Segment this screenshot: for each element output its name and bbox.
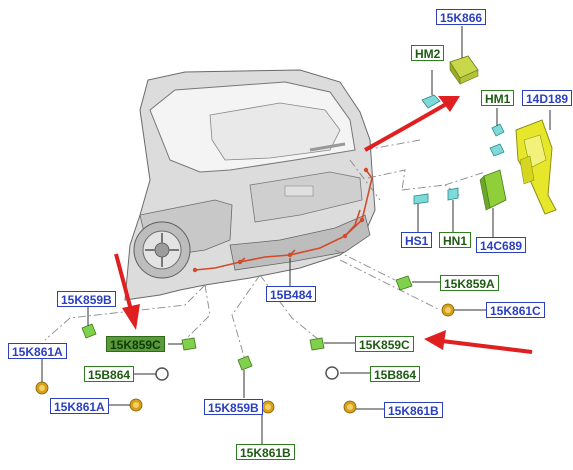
label-15k866[interactable]: 15K866	[436, 9, 487, 25]
connector-hm2	[421, 70, 441, 109]
connector-15k859b-left	[81, 306, 97, 339]
sensor-15k861a-bottom	[104, 398, 143, 412]
label-15k859b-bottom[interactable]: 15K859B	[204, 399, 263, 415]
control-modules	[413, 26, 557, 238]
label-15b864-left[interactable]: 15B864	[84, 366, 135, 382]
label-hs1[interactable]: HS1	[401, 232, 433, 248]
label-15b484[interactable]: 15B484	[266, 286, 317, 302]
module-15k866	[449, 55, 479, 85]
label-hm2[interactable]: HM2	[411, 45, 445, 61]
harness-connectors	[192, 167, 369, 273]
label-14c689[interactable]: 14C689	[476, 237, 527, 253]
connector-hs1	[413, 193, 429, 232]
connector-hn1	[447, 187, 459, 232]
label-hn1[interactable]: HN1	[439, 232, 472, 248]
sensor-15k861a-left	[35, 358, 49, 395]
connector-hm1	[489, 108, 505, 157]
connector-15k859c-left	[168, 337, 197, 351]
sensor-15k861b-right	[343, 400, 384, 414]
label-15k861b-right[interactable]: 15K861B	[384, 402, 443, 418]
label-15k859c-left[interactable]: 15K859C	[106, 336, 165, 352]
label-15k861c[interactable]: 15K861C	[486, 302, 545, 318]
vehicle-illustration	[124, 69, 376, 301]
ring-15b864-right	[325, 366, 370, 380]
bracket-14d189	[515, 110, 557, 215]
red-callout-arrows	[114, 96, 533, 354]
label-14d189[interactable]: 14D189	[522, 90, 573, 106]
label-15b864-right[interactable]: 15B864	[370, 366, 421, 382]
connector-15k859b-bottom	[237, 355, 253, 398]
module-14c689	[479, 169, 507, 238]
connector-15k859a	[395, 275, 440, 291]
label-15k859a[interactable]: 15K859A	[440, 275, 499, 291]
sensor-15k861c	[441, 303, 486, 317]
left-sensor-parts	[35, 306, 275, 444]
label-15k861b-bottom[interactable]: 15K861B	[236, 444, 295, 460]
label-15k861a-bottom[interactable]: 15K861A	[50, 398, 109, 414]
label-15k861a-left[interactable]: 15K861A	[8, 343, 67, 359]
label-15k859c-right[interactable]: 15K859C	[355, 336, 414, 352]
right-sensor-parts	[309, 275, 486, 414]
sensor-15k861b-bottom	[261, 400, 275, 444]
ring-15b864-left	[134, 367, 169, 381]
connector-15k859c-right	[309, 337, 356, 351]
label-hm1[interactable]: HM1	[481, 90, 515, 106]
label-15k859b-left[interactable]: 15K859B	[57, 291, 116, 307]
